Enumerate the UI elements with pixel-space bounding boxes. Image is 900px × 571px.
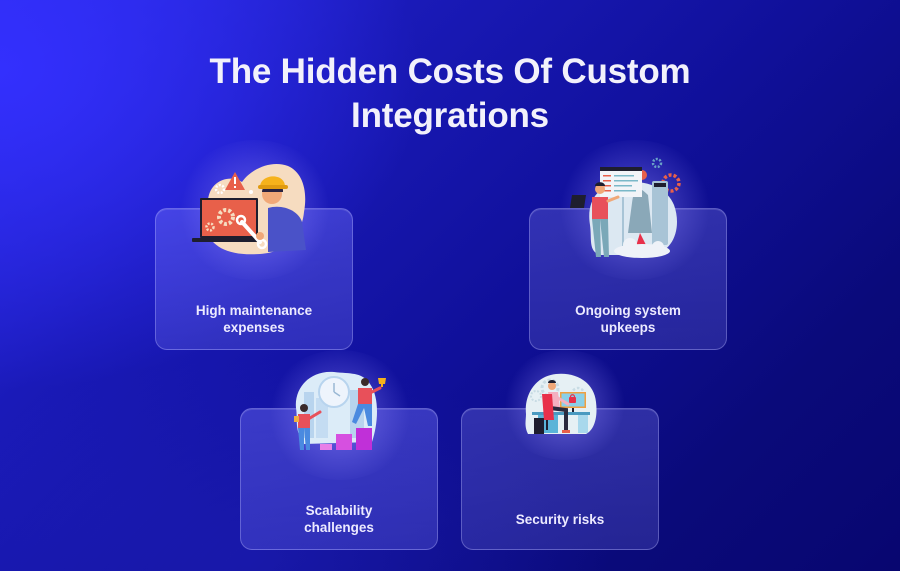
- card-label: Scalability challenges: [241, 502, 437, 536]
- card-label-line-1: Security risks: [515, 512, 605, 527]
- engineer-laptop-wrench-icon: [192, 163, 306, 255]
- rocket-launch-dashboard-icon: [570, 157, 681, 258]
- card-label-line-1: Ongoing system: [575, 303, 681, 318]
- card-label-line-2: upkeeps: [600, 320, 656, 335]
- card-label: Ongoing system upkeeps: [530, 302, 726, 336]
- card-label-line-2: challenges: [304, 520, 374, 535]
- title-line-2: Integrations: [351, 96, 549, 135]
- card-label-line-1: High maintenance: [195, 303, 313, 318]
- growth-steps-trophy-icon: [294, 371, 386, 450]
- locked-computer-desk-icon: [525, 373, 597, 434]
- card-label: Security risks: [462, 511, 658, 528]
- card-label-line-1: Scalability: [305, 503, 373, 518]
- title-line-1: The Hidden Costs Of Custom: [209, 52, 691, 91]
- card-label: High maintenance expenses: [156, 302, 352, 336]
- card-label-line-2: expenses: [223, 320, 285, 335]
- page-title: The Hidden Costs Of Custom Integrations: [0, 50, 900, 138]
